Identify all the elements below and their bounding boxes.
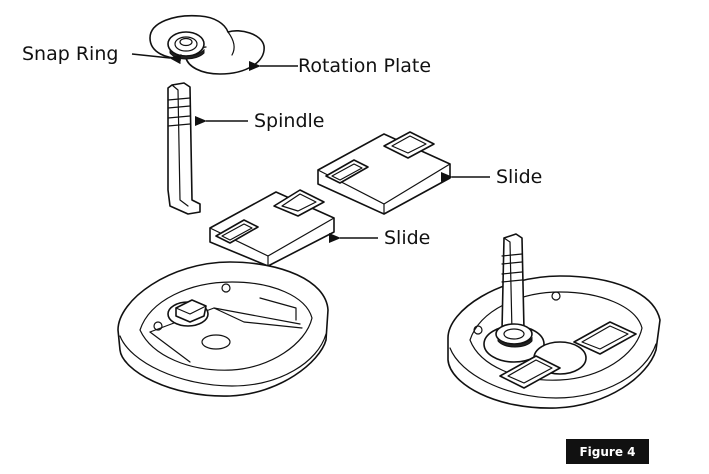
snap-ring-leader [131,53,182,65]
slide-upper-label: Slide [496,166,543,188]
figure-caption-badge: Figure 4 [566,439,649,464]
snap-ring-part [167,31,205,60]
base-left-part [117,261,329,397]
rotation-plate-label: Rotation Plate [298,55,432,77]
slide-lower-label: Slide [384,227,431,249]
spindle-part [167,82,201,215]
slide-lower-part [209,189,335,267]
slide-upper-part [317,131,451,215]
rotation-plate-part [149,14,265,75]
spindle-label: Spindle [254,110,325,132]
base-right-part [447,233,661,409]
snap-ring-label: Snap Ring [22,43,119,65]
